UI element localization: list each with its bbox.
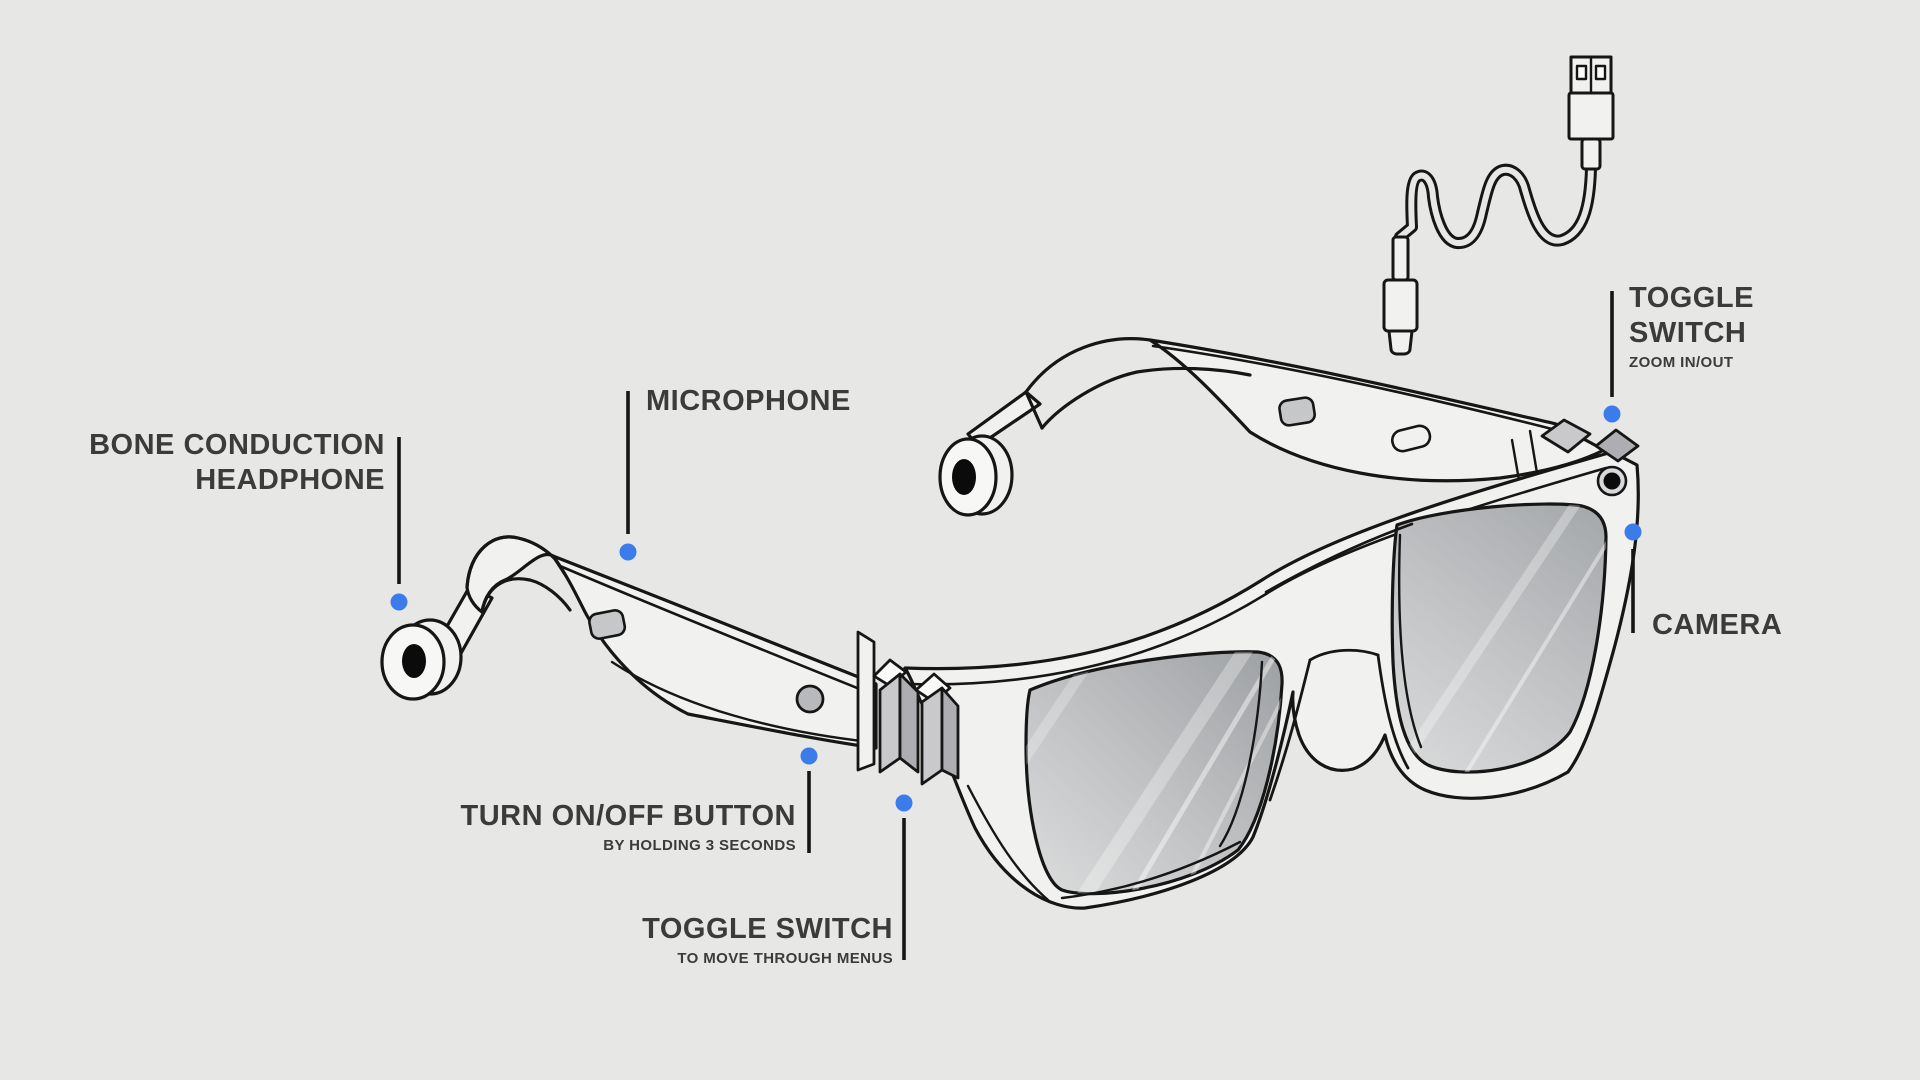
microphone-callout-dot bbox=[619, 543, 637, 561]
usb-a-connector bbox=[1567, 55, 1615, 171]
toggle-menus-callout-dot bbox=[895, 794, 913, 812]
label-line: MICROPHONE bbox=[646, 385, 851, 417]
power-button-callout-dot bbox=[800, 747, 818, 765]
label-line: TOGGLE bbox=[1629, 282, 1754, 314]
vent-slot-right bbox=[1390, 424, 1432, 453]
label-line: SWITCH bbox=[1629, 317, 1747, 349]
power-button bbox=[795, 684, 825, 714]
camera-label: CAMERA bbox=[1652, 608, 1782, 643]
speaker-opening-right bbox=[952, 459, 976, 495]
bone-conduction-headphone-label: BONE CONDUCTION HEADPHONE bbox=[60, 428, 385, 498]
bone-conduction-speaker-right bbox=[938, 434, 1014, 517]
smart-glasses-illustration bbox=[380, 337, 1640, 910]
bone-conduction-callout-dot bbox=[390, 593, 408, 611]
right-temple-arm bbox=[938, 337, 1606, 517]
label-line: HEADPHONE bbox=[195, 464, 385, 496]
label-note: TO MOVE THROUGH MENUS bbox=[677, 950, 893, 967]
label-line: BONE CONDUCTION bbox=[89, 429, 385, 461]
camera-callout-dot bbox=[1624, 523, 1642, 541]
glasses-front-frame bbox=[903, 418, 1640, 910]
label-line: TURN ON/OFF BUTTON bbox=[460, 800, 796, 832]
label-note: BY HOLDING 3 SECONDS bbox=[603, 837, 796, 854]
camera-lens bbox=[1596, 465, 1628, 497]
power-button-label: TURN ON/OFF BUTTON BY HOLDING 3 SECONDS bbox=[396, 799, 796, 855]
speaker-opening-left bbox=[402, 644, 426, 678]
microphone-slot-left bbox=[588, 609, 627, 640]
bone-conduction-speaker-left bbox=[380, 618, 463, 701]
charging-connector bbox=[1382, 235, 1419, 356]
zoom-toggle-switch bbox=[1540, 418, 1640, 463]
left-temple-arm bbox=[380, 535, 960, 786]
label-note: ZOOM IN/OUT bbox=[1629, 354, 1734, 371]
toggle-switch-zoom-label: TOGGLE SWITCH ZOOM IN/OUT bbox=[1629, 281, 1754, 372]
label-line: TOGGLE SWITCH bbox=[642, 913, 893, 945]
hinge-toggle-switch bbox=[856, 630, 960, 786]
microphone-slot-right bbox=[1278, 396, 1316, 427]
usb-charging-cable bbox=[1382, 55, 1615, 356]
label-line: CAMERA bbox=[1652, 609, 1783, 641]
toggle-zoom-callout-dot bbox=[1603, 405, 1621, 423]
microphone-label: MICROPHONE bbox=[646, 384, 851, 419]
toggle-switch-menus-label: TOGGLE SWITCH TO MOVE THROUGH MENUS bbox=[493, 912, 893, 968]
nose-bridge bbox=[1264, 522, 1414, 802]
right-lens bbox=[1390, 502, 1608, 774]
